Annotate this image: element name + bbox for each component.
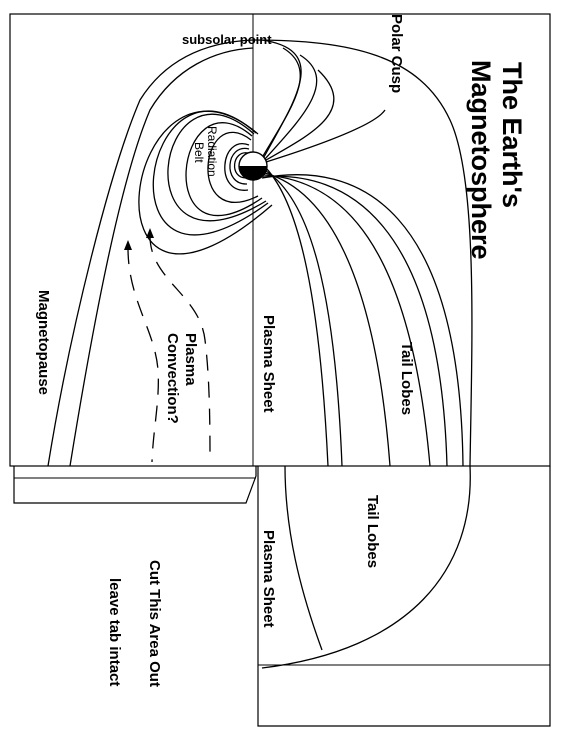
panel-outlines	[9, 13, 551, 727]
earth-night-side-icon	[239, 166, 267, 180]
upper-panel-frame	[9, 13, 551, 467]
plasma-sheet-label-top: Plasma Sheet	[260, 315, 277, 413]
magnetopause-label: Magnetopause	[35, 290, 52, 395]
convection-arrow-2-icon	[146, 228, 154, 238]
convection-dashed-line-1	[127, 247, 159, 463]
field-line-loop-6	[167, 113, 267, 222]
subsolar-point-label: subsolar point	[182, 32, 272, 47]
plasma-convection-lines	[124, 228, 211, 463]
field-line-loop-2	[229, 147, 250, 185]
plasma-sheet-label-bottom: Plasma Sheet	[260, 530, 277, 628]
tail-field-line-2	[265, 170, 343, 467]
tail-field-line-5	[262, 175, 448, 467]
tab-instruction-label: leave tab intact	[106, 578, 123, 686]
field-line-loop-1	[233, 152, 249, 179]
diagram-title-line-2: Magnetosphere	[466, 60, 496, 260]
diagram-title-line-1: The Earth's	[497, 62, 527, 208]
dayside-field-lines	[261, 39, 386, 163]
lower-tail-lines	[261, 465, 471, 669]
field-line-loop-3	[224, 143, 250, 191]
tail-field-line-6	[261, 174, 464, 467]
tail-lobes-label-top: Tail Lobes	[398, 342, 415, 415]
cusp-field-line-2	[261, 39, 302, 158]
tail-field-line-4	[263, 174, 431, 467]
earth	[238, 151, 268, 181]
radiation-belt-label-line-2: Belt	[192, 142, 206, 163]
cusp-field-line-3	[264, 54, 318, 160]
radiation-belt-label-line-1: Radiation	[205, 126, 219, 177]
magnetopause-curve	[47, 39, 473, 467]
magnetopause-boundary	[47, 39, 473, 467]
polar-cusp-label: Polar Cusp	[388, 14, 405, 93]
closed-field-lines	[138, 110, 273, 255]
tab-outline	[13, 466, 257, 504]
convection-dashed-line-2	[149, 235, 211, 463]
field-line-loop-8	[138, 110, 273, 255]
field-line-loop-5	[185, 122, 263, 217]
lower-panel-frame	[257, 466, 551, 727]
tail-lobes-label-bottom: Tail Lobes	[364, 495, 381, 568]
cut-instruction-label: Cut This Area Out	[146, 560, 163, 687]
plasma-convection-label-line-1: Plasma	[182, 333, 199, 386]
tail-field-line-1	[265, 167, 329, 467]
plasma-convection-label-line-2: Convection?	[164, 333, 181, 424]
field-line-loop-4	[207, 131, 259, 203]
cusp-field-line-4	[265, 69, 335, 161]
cusp-field-line-5	[265, 109, 386, 163]
lower-boundary-curve	[261, 465, 471, 669]
tail-field-line-3	[264, 172, 391, 467]
lower-plasma-sheet-curve	[284, 465, 323, 651]
magnetopause-inner-curve	[69, 47, 254, 467]
tail-lobe-field-lines	[261, 167, 464, 467]
convection-arrow-1-icon	[124, 240, 132, 250]
